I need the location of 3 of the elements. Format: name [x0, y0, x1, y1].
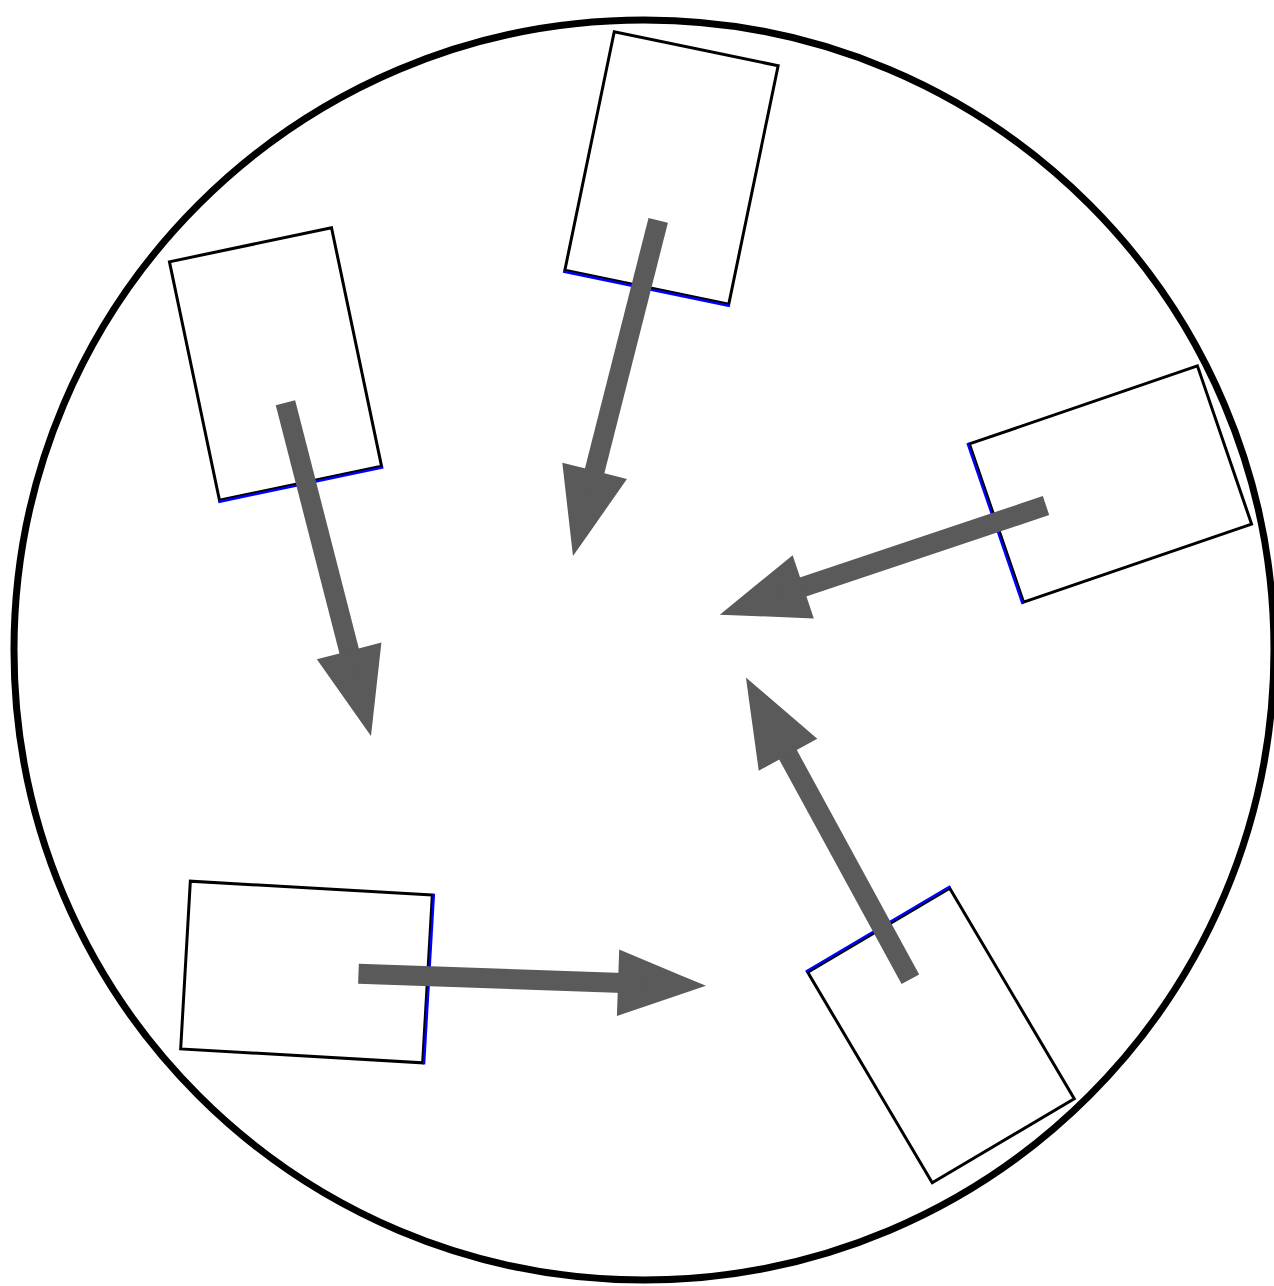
rectangle-box — [562, 30, 780, 308]
rectangle-box — [179, 879, 436, 1065]
rectangle-box — [167, 226, 384, 504]
